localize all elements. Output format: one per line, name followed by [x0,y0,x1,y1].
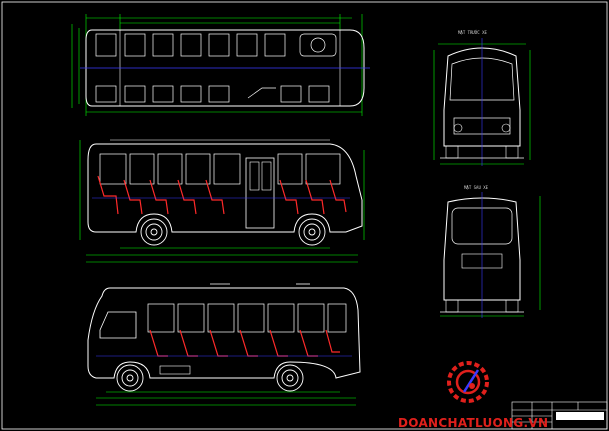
front-view: MẶT TRƯỚC XE [433,30,531,166]
rear-view: MẶT SAU XE [440,185,541,318]
upper-seats [97,175,347,215]
gear-wrench-logo-icon [447,361,489,403]
rear-view-label: MẶT SAU XE [464,185,489,190]
front-view-label: MẶT TRƯỚC XE [458,30,487,35]
title-block [511,401,608,430]
watermark-text: DOANCHATLUONG.VN [398,416,549,430]
side-view-lower [87,283,361,406]
lower-seats [149,329,340,357]
side-view-upper [79,139,365,263]
top-plan-view [71,14,370,116]
plan-dimensions [71,14,363,116]
